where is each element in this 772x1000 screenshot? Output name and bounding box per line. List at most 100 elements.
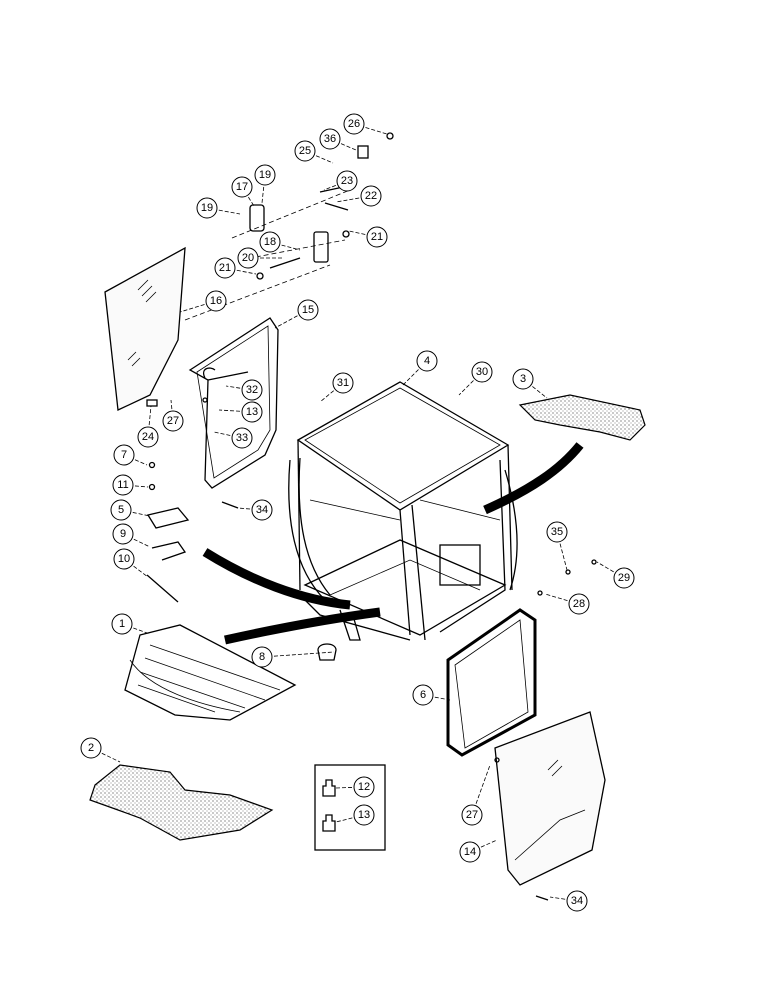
- callout-label: 30: [476, 366, 488, 378]
- callout-7: 7: [113, 444, 148, 466]
- callout-circle: [231, 176, 253, 198]
- callout-21: 21: [214, 257, 257, 279]
- callout-circle: [113, 444, 135, 466]
- callout-28: 28: [544, 593, 590, 615]
- callout-label: 22: [365, 190, 377, 202]
- callout-19: 19: [254, 164, 276, 204]
- callout-circle: [566, 890, 588, 912]
- callout-circle: [353, 804, 375, 826]
- callout-circle: [459, 841, 481, 863]
- callout-34: 34: [549, 890, 588, 912]
- callout-leader: [323, 180, 348, 191]
- callout-label: 11: [117, 479, 128, 491]
- callout-label: 3: [520, 373, 526, 385]
- callout-27: 27: [461, 764, 491, 826]
- callout-leader: [304, 150, 334, 164]
- callout-circle: [336, 170, 358, 192]
- callout-label: 27: [167, 415, 179, 427]
- pins: [202, 397, 597, 901]
- callout-30: 30: [458, 361, 493, 396]
- callout-9: 9: [112, 523, 151, 548]
- callout-label: 17: [236, 181, 248, 193]
- door-glass: [494, 711, 606, 886]
- callout-6: 6: [412, 684, 451, 706]
- callout-circle: [241, 379, 263, 401]
- callout-14: 14: [459, 839, 498, 863]
- callout-leader: [122, 484, 149, 488]
- callout-leader: [213, 431, 243, 439]
- callout-leader: [319, 382, 344, 403]
- callout-8: 8: [251, 646, 335, 668]
- callout-circle: [241, 401, 263, 423]
- callout-26: 26: [343, 113, 388, 135]
- callout-leader: [596, 561, 625, 579]
- callout-circle: [113, 548, 135, 570]
- callout-3: 3: [512, 368, 548, 399]
- callout-circle: [412, 684, 434, 706]
- callout-label: 35: [551, 526, 563, 538]
- callout-label: 33: [236, 432, 248, 444]
- callout-circle: [297, 299, 319, 321]
- callout-circle: [512, 368, 534, 390]
- callout-circle: [80, 737, 102, 759]
- callout-leader: [335, 786, 365, 789]
- callout-label: 28: [573, 598, 585, 610]
- callout-label: 29: [618, 572, 630, 584]
- callout-leader: [329, 138, 357, 151]
- callout-label: 18: [264, 236, 276, 248]
- callout-15: 15: [274, 299, 319, 329]
- callout-label: 25: [299, 145, 311, 157]
- callout-2: 2: [80, 737, 121, 763]
- callout-leader: [237, 507, 263, 511]
- floor-mat-grille: [124, 624, 297, 721]
- callout-circle: [214, 257, 236, 279]
- callout-circle: [471, 361, 493, 383]
- section-arcs: [202, 442, 584, 645]
- callout-29: 29: [596, 561, 635, 589]
- fitting-detail-box: [314, 764, 386, 851]
- callout-circle: [416, 350, 438, 372]
- callout-4: 4: [402, 350, 438, 386]
- callout-23: 23: [323, 170, 358, 192]
- callout-label: 34: [571, 895, 583, 907]
- callout-10: 10: [113, 548, 149, 578]
- callout-34: 34: [237, 499, 273, 521]
- callout-circle: [112, 523, 134, 545]
- callout-20: 20: [237, 247, 283, 269]
- callout-27: 27: [162, 399, 184, 432]
- callout-leader: [458, 371, 483, 396]
- callout-label: 19: [201, 202, 213, 214]
- callout-label: 14: [464, 846, 476, 858]
- callout-label: 31: [337, 377, 349, 389]
- callout-13: 13: [335, 804, 375, 826]
- callout-leader: [122, 533, 151, 548]
- callout-leader: [123, 558, 149, 578]
- callout-circle: [254, 164, 276, 186]
- callout-leader: [218, 409, 253, 413]
- callout-label: 36: [324, 133, 336, 145]
- callout-leader: [348, 230, 378, 238]
- callout-label: 1: [119, 618, 125, 630]
- callout-24: 24: [137, 405, 159, 448]
- callout-label: 2: [88, 742, 94, 754]
- callout-circle: [568, 593, 590, 615]
- callout-leader: [522, 378, 548, 399]
- callout-leader: [120, 509, 151, 517]
- callout-label: 12: [358, 781, 370, 793]
- callout-19: 19: [196, 197, 241, 219]
- callout-circle: [353, 776, 375, 798]
- callout-circle: [251, 646, 273, 668]
- callout-leader: [269, 241, 301, 251]
- side-window-glass: [104, 246, 186, 411]
- callout-label: 4: [424, 355, 430, 367]
- callout-leader: [224, 267, 257, 275]
- callout-circle: [112, 474, 134, 496]
- window-frame: [188, 317, 279, 489]
- callout-circle: [343, 113, 365, 135]
- callout-21: 21: [348, 226, 388, 248]
- callout-label: 13: [246, 406, 258, 418]
- roof-liner: [518, 394, 646, 441]
- callout-label: 9: [120, 528, 126, 540]
